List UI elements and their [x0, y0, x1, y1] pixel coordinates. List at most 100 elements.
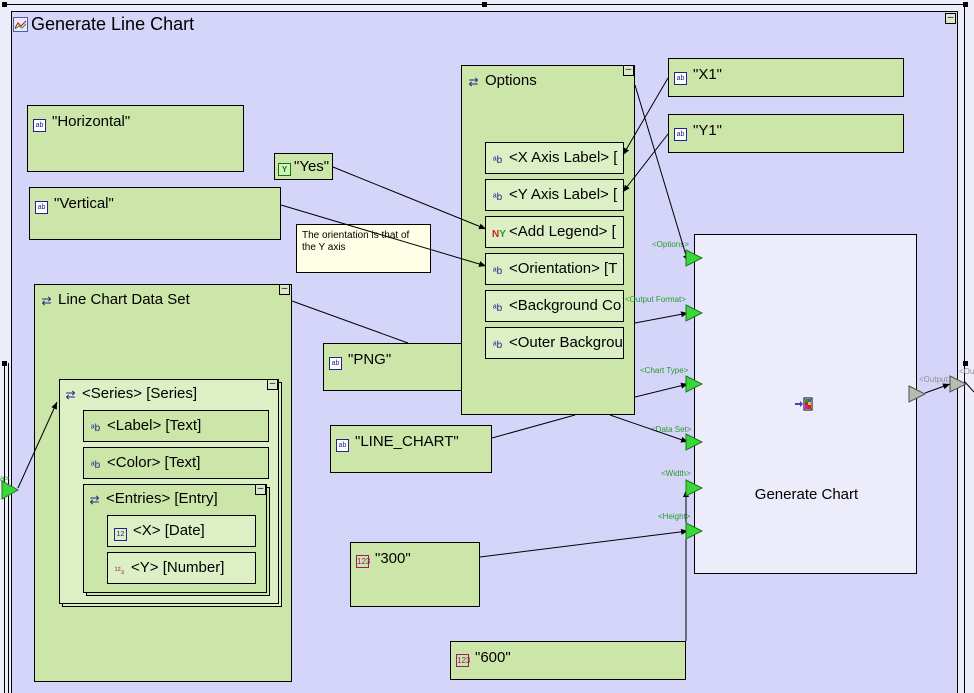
options-node[interactable]: ⇄ Options – ᵃb<X Axis Label> [ ᵃb<Y Axis … [461, 65, 635, 415]
constant-x1[interactable]: ab "X1" [668, 58, 904, 97]
flow-input-port [1, 480, 20, 500]
wire-line-chart-to-chart-type [491, 414, 576, 439]
constant-line-chart[interactable]: ab "LINE_CHART" [330, 425, 492, 473]
generate-chart-node[interactable]: Generate Chart [694, 234, 917, 574]
generate-chart-icon [794, 397, 814, 416]
line-chart-data-set-node[interactable]: ⇄ Line Chart Data Set – ⇄<Series> [Series… [34, 284, 292, 682]
collapse-button[interactable]: – [267, 379, 278, 390]
series-field-color[interactable]: ᵃb<Color> [Text] [83, 447, 269, 479]
text-field-icon: ᵃb [492, 303, 503, 314]
port-label-output-format: <Output Format> [625, 295, 686, 304]
port-label-outer-output: <Ou [959, 367, 974, 376]
text-constant-icon: ab [336, 439, 349, 452]
resize-handle[interactable] [482, 2, 487, 7]
wire-generate-to-output [924, 383, 951, 394]
option-field-background-color[interactable]: ᵃb<Background Co [485, 290, 624, 322]
port-label-options: <Options> [652, 240, 689, 249]
option-field-y-axis-label[interactable]: ᵃb<Y Axis Label> [ [485, 179, 624, 211]
output-port-generate [908, 385, 927, 403]
comment-note[interactable]: The orientation is that of the Y axis [296, 224, 431, 273]
resize-handle[interactable] [963, 361, 968, 366]
wire-vertical-to-orientation [280, 204, 487, 267]
series-field-label[interactable]: ᵃb<Label> [Text] [83, 410, 269, 442]
outer-frame-left-edge [4, 363, 5, 693]
text-constant-icon: ab [35, 201, 48, 214]
option-field-outer-background[interactable]: ᵃb<Outer Backgrou [485, 327, 624, 359]
line-chart-icon [13, 17, 28, 32]
wire-yes-to-legend [332, 166, 487, 230]
boolean-constant-icon: Y [278, 163, 291, 176]
option-field-add-legend[interactable]: NY<Add Legend> [ [485, 216, 624, 248]
constant-horizontal[interactable]: ab"Horizontal" [27, 105, 244, 172]
date-field-icon: 12 [114, 528, 127, 541]
constant-yes[interactable]: Y"Yes" [274, 153, 333, 180]
wire-300-to-height [479, 528, 689, 558]
outer-frame-inner-edge [8, 363, 9, 693]
collapse-button[interactable]: – [255, 484, 266, 495]
constant-vertical[interactable]: ab"Vertical" [29, 187, 281, 240]
entries-field-y[interactable]: ¹²₃<Y> [Number] [107, 552, 256, 584]
constant-png[interactable]: ab "PNG" [323, 343, 463, 391]
text-field-icon: ᵃb [492, 192, 503, 203]
text-field-icon: ᵃb [492, 340, 503, 351]
constant-value: "LINE_CHART" [355, 433, 459, 450]
note-text: The orientation is that of the Y axis [302, 230, 410, 253]
entries-node[interactable]: ⇄<Entries> [Entry] – 12<X> [Date] ¹²₃<Y>… [83, 484, 267, 593]
flow-title: Generate Line Chart [31, 14, 195, 34]
constant-300[interactable]: 123 "300" [350, 542, 480, 607]
number-constant-icon: 123 [356, 555, 371, 568]
constant-value: "Yes" [294, 158, 330, 175]
boolean-ny-icon: NY [492, 229, 506, 240]
text-field-icon: ᵃb [492, 266, 503, 277]
constant-value: "X1" [693, 66, 722, 83]
constant-y1[interactable]: ab "Y1" [668, 114, 904, 153]
wire-png-to-output-format-b [634, 311, 689, 324]
collapse-button[interactable]: – [945, 13, 956, 24]
constant-value: "300" [375, 550, 411, 567]
wire-options-to-generate [634, 84, 689, 263]
text-constant-icon: ab [674, 128, 687, 141]
constant-value: "600" [475, 649, 511, 666]
wire-png-to-output-format [291, 300, 409, 344]
port-label-chart-type: <Chart Type> [640, 366, 689, 375]
input-port-data-set [685, 433, 704, 451]
resize-handle[interactable] [2, 2, 7, 7]
entries-field-x[interactable]: 12<X> [Date] [107, 515, 256, 547]
input-port-output-format [685, 304, 704, 322]
port-label-width: <Width> [661, 469, 691, 478]
text-constant-icon: ab [674, 72, 687, 85]
input-port-height [685, 522, 704, 540]
constant-value: "PNG" [348, 351, 392, 368]
constant-value: "Y1" [693, 122, 722, 139]
port-label-data-set: <Data Set> [651, 425, 692, 434]
text-constant-icon: ab [329, 357, 342, 370]
option-field-x-axis-label[interactable]: ᵃb<X Axis Label> [ [485, 142, 624, 174]
input-port-options [685, 249, 704, 267]
number-constant-icon: 123 [456, 654, 471, 667]
wire-x1-to-x-axis [622, 77, 669, 156]
collapse-button[interactable]: – [279, 284, 290, 295]
structure-icon: ⇄ [468, 75, 479, 89]
text-field-icon: ᵃb [90, 423, 101, 434]
wire-y1-to-y-axis [622, 133, 669, 193]
structure-icon: ⇄ [89, 493, 100, 507]
series-node[interactable]: ⇄<Series> [Series] – ᵃb<Label> [Text] ᵃb… [59, 379, 279, 604]
port-label-height: <Height> [658, 512, 691, 521]
constant-600[interactable]: 123 "600" [450, 641, 686, 680]
structure-icon: ⇄ [65, 388, 76, 402]
option-field-orientation[interactable]: ᵃb<Orientation> [T [485, 253, 624, 285]
text-constant-icon: ab [33, 119, 46, 132]
resize-handle[interactable] [2, 361, 7, 366]
wire-flow-input-to-series [17, 401, 58, 489]
input-port-width [685, 479, 704, 497]
data-set-title: Line Chart Data Set [58, 291, 190, 308]
resize-handle[interactable] [963, 2, 968, 7]
structure-icon: ⇄ [41, 294, 52, 308]
text-field-icon: ᵃb [492, 155, 503, 166]
outer-frame-right-edge [964, 4, 965, 693]
collapse-button[interactable]: – [623, 65, 634, 76]
wire-line-chart-to-chart-type-b [634, 382, 689, 398]
options-title: Options [485, 72, 537, 89]
text-field-icon: ᵃb [90, 460, 101, 471]
